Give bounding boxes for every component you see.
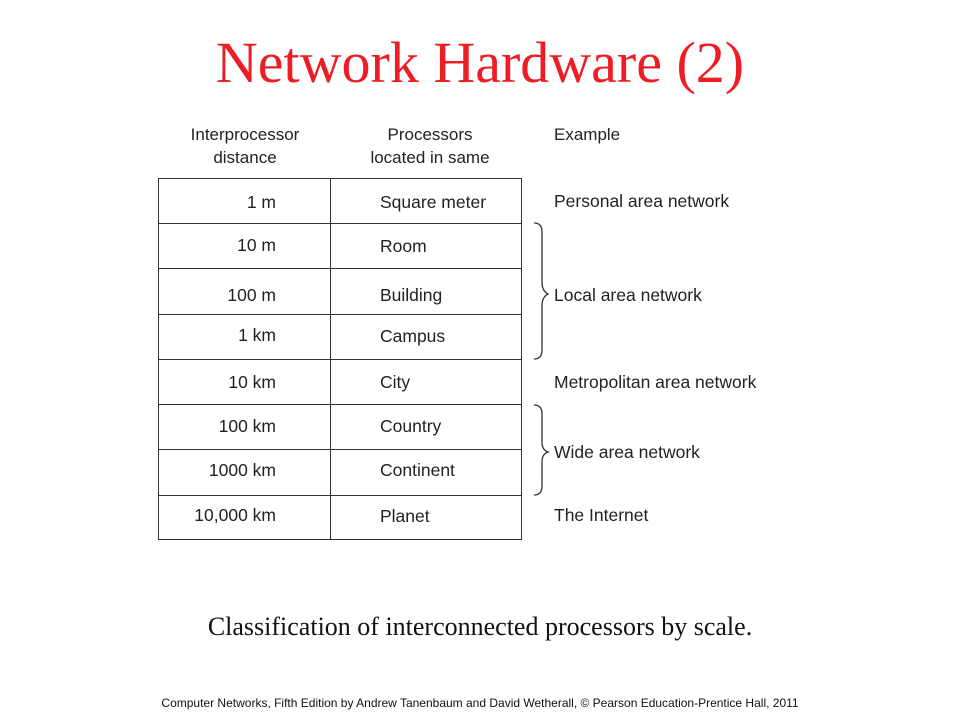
header-processors-located: Processors located in same	[330, 123, 530, 169]
brace-lan	[533, 222, 550, 360]
footer-citation: Computer Networks, Fifth Edition by Andr…	[161, 696, 799, 710]
distance-cell: 1 km	[238, 325, 276, 345]
location-cell: Country	[380, 416, 442, 436]
brace-wan	[533, 404, 551, 496]
header-example: Example	[554, 125, 621, 144]
scale-table: 1 m Square meter 10 m Room 100 m Buildin…	[158, 178, 522, 540]
column-divider	[330, 179, 331, 539]
location-cell: Continent	[380, 460, 455, 480]
header-distance-line1: Interprocessor	[190, 125, 300, 144]
header-processors-line2: located in same	[370, 148, 490, 167]
header-interprocessor-distance: Interprocessor distance	[160, 123, 330, 169]
location-cell: Campus	[380, 326, 446, 346]
example-wide-area-network: Wide area network	[554, 442, 700, 462]
example-the-internet: The Internet	[554, 505, 649, 525]
header-processors-line1: Processors	[387, 125, 473, 144]
figure-caption: Classification of interconnected process…	[207, 612, 753, 641]
header-distance-line2: distance	[213, 148, 277, 167]
distance-cell: 10 m	[237, 235, 276, 255]
location-cell: Room	[380, 236, 427, 256]
location-cell: Square meter	[380, 192, 487, 212]
example-local-area-network: Local area network	[554, 285, 702, 305]
distance-cell: 1000 km	[208, 460, 276, 480]
distance-cell: 1 m	[246, 192, 276, 212]
distance-cell: 10,000 km	[194, 505, 276, 525]
slide-title: Network Hardware (2)	[215, 30, 745, 95]
table-row: 10,000 km Planet	[159, 496, 521, 539]
example-metropolitan-area-network: Metropolitan area network	[554, 372, 757, 392]
table-row: 1 m Square meter	[159, 179, 521, 224]
distance-cell: 100 km	[218, 416, 276, 436]
location-cell: Building	[380, 285, 443, 305]
table-row: 1000 km Continent	[159, 450, 521, 496]
table-row: 10 km City	[159, 360, 521, 405]
table-row: 10 m Room	[159, 224, 521, 269]
table-row: 1 km Campus	[159, 315, 521, 360]
location-cell: City	[380, 372, 411, 392]
location-cell: Planet	[380, 506, 430, 526]
distance-cell: 10 km	[228, 372, 276, 392]
table-row: 100 km Country	[159, 405, 521, 450]
table-row: 100 m Building	[159, 269, 521, 315]
example-personal-area-network: Personal area network	[554, 191, 730, 211]
distance-cell: 100 m	[227, 285, 276, 305]
